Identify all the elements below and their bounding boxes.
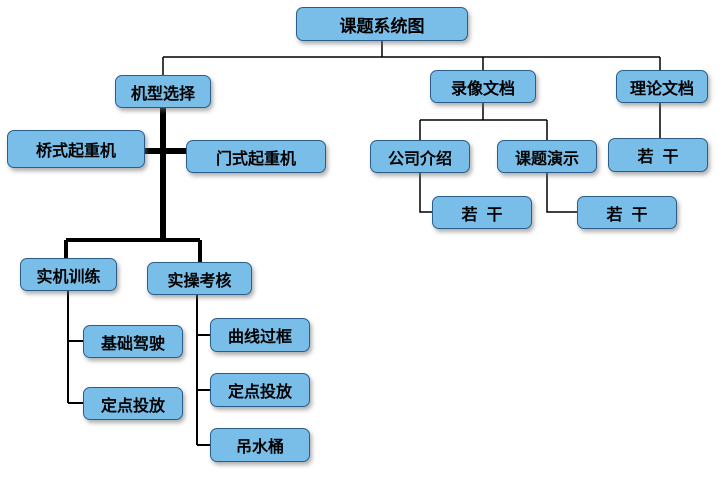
node-root: 课题系统图 bbox=[296, 7, 468, 41]
node-project-demo: 课题演示 bbox=[497, 140, 597, 173]
node-real-training: 实机训练 bbox=[20, 258, 117, 291]
node-curve-frame: 曲线过框 bbox=[210, 318, 310, 352]
node-gantry-crane: 门式起重机 bbox=[186, 140, 326, 173]
node-spot-placement-1: 定点投放 bbox=[83, 387, 183, 420]
node-spot-placement-2: 定点投放 bbox=[210, 373, 310, 407]
node-practical-exam: 实操考核 bbox=[147, 262, 252, 295]
video-docs-branch-connector bbox=[419, 103, 548, 140]
node-several-2: 若 干 bbox=[577, 196, 677, 229]
practical-exam-children-connector bbox=[196, 295, 210, 446]
company-intro-child-connector bbox=[419, 173, 432, 213]
node-several-1: 若 干 bbox=[432, 196, 532, 229]
root-branch-connector bbox=[162, 41, 661, 75]
node-theory-docs: 理论文档 bbox=[616, 70, 708, 103]
node-bridge-crane: 桥式起重机 bbox=[7, 130, 145, 168]
node-water-bucket: 吊水桶 bbox=[210, 428, 310, 462]
project-demo-child-connector bbox=[546, 173, 577, 213]
real-training-children-connector bbox=[67, 291, 83, 404]
node-video-docs: 录像文档 bbox=[430, 70, 536, 103]
node-company-intro: 公司介绍 bbox=[370, 140, 470, 173]
node-basic-driving: 基础驾驶 bbox=[83, 325, 183, 358]
training-exam-branch bbox=[64, 238, 202, 262]
node-machine-type: 机型选择 bbox=[115, 75, 211, 108]
node-several-3: 若 干 bbox=[608, 138, 708, 172]
